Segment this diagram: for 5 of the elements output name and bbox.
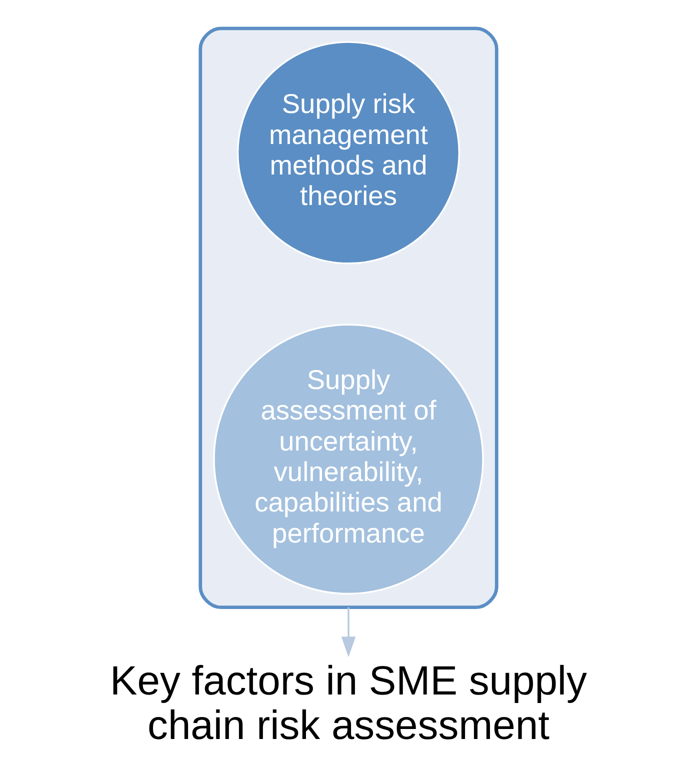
arrow [341, 607, 356, 658]
node-circle: Supply risk management methods and theories [236, 41, 460, 264]
node-text: Key factors in SME supply chain risk assessment [110, 658, 587, 748]
node-circle: Supply assessment of uncertainty, vulnerability, capabilities and performance [213, 324, 484, 595]
cluster [198, 26, 498, 610]
